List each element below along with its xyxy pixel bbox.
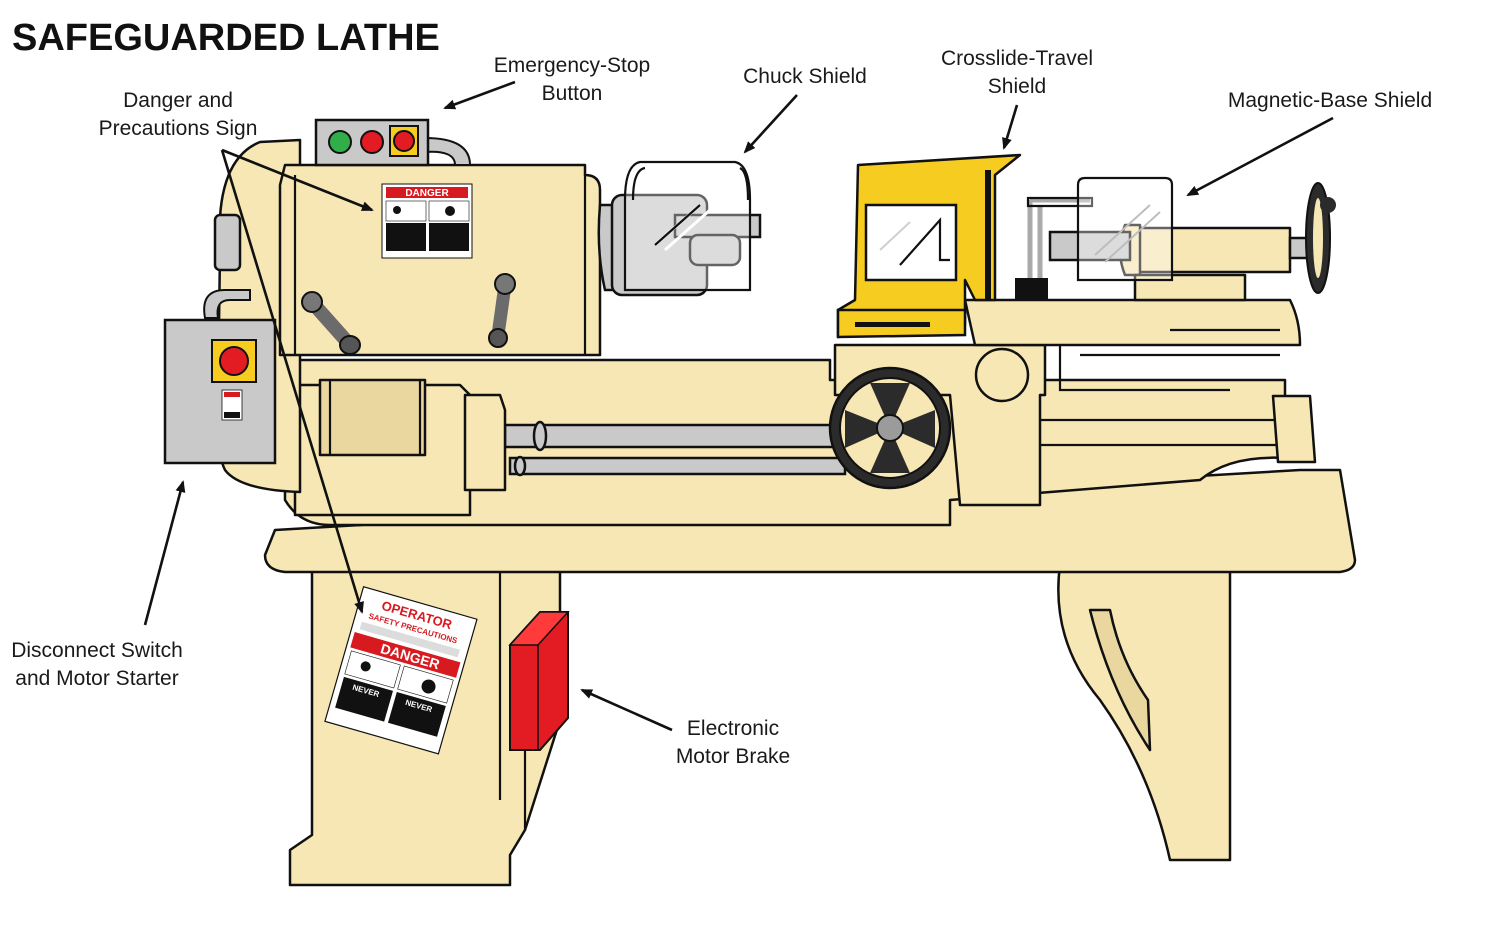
diagram-title: SAFEGUARDED LATHE <box>12 17 440 59</box>
svg-text:Chuck Shield: Chuck Shield <box>743 65 867 88</box>
svg-text:DANGER: DANGER <box>405 188 449 199</box>
arrow-magnetic-base-shield <box>1186 116 1334 197</box>
emergency-stop-button[interactable] <box>393 130 415 152</box>
svg-text:Motor Brake: Motor Brake <box>676 745 790 768</box>
leader-arrows <box>143 80 1334 732</box>
emergency-stop-panel <box>314 118 472 167</box>
red-stop-button[interactable] <box>360 130 384 154</box>
label-danger-sign: Danger and Precautions Sign <box>99 89 258 140</box>
svg-text:Button: Button <box>542 82 603 105</box>
tool-post <box>1015 196 1094 300</box>
svg-text:Emergency-Stop: Emergency-Stop <box>494 54 650 77</box>
label-chuck-shield: Chuck Shield <box>743 65 867 88</box>
carriage-handwheel-icon <box>828 366 952 490</box>
operator-safety-sign: OPERATOR SAFETY PRECAUTIONS DANGER NEVER… <box>324 585 478 755</box>
label-motor-brake: Electronic Motor Brake <box>676 717 790 768</box>
green-start-button[interactable] <box>328 130 352 154</box>
tailstock <box>1048 223 1310 302</box>
magnetic-base-shield <box>1076 176 1174 282</box>
chuck-shield <box>623 160 752 292</box>
lead-screw <box>503 420 847 477</box>
svg-text:and Motor Starter: and Motor Starter <box>15 667 178 690</box>
disconnect-button[interactable] <box>219 346 249 376</box>
arrow-danger-sign-operator <box>220 149 364 614</box>
svg-text:Danger and: Danger and <box>123 89 233 112</box>
svg-text:Precautions Sign: Precautions Sign <box>99 117 258 140</box>
arrow-motor-brake <box>580 688 673 732</box>
label-crosslide-shield: Crosslide-Travel Shield <box>941 47 1093 98</box>
arrow-danger-sign-headstock <box>221 148 374 212</box>
label-magnetic-base-shield: Magnetic-Base Shield <box>1228 89 1432 112</box>
arrow-chuck-shield <box>743 94 798 154</box>
arrow-emergency-stop <box>443 80 516 110</box>
svg-text:Electronic: Electronic <box>687 717 779 740</box>
headstock-danger-sign: DANGER <box>381 183 473 259</box>
label-emergency-stop: Emergency-Stop Button <box>494 54 650 105</box>
label-disconnect-switch: Disconnect Switch and Motor Starter <box>11 639 183 690</box>
gearbox <box>293 378 507 517</box>
disconnect-switch-box <box>163 289 277 465</box>
svg-text:Magnetic-Base Shield: Magnetic-Base Shield <box>1228 89 1432 112</box>
crosslide-travel-shield <box>836 153 1022 339</box>
svg-text:Crosslide-Travel: Crosslide-Travel <box>941 47 1093 70</box>
svg-text:Disconnect Switch: Disconnect Switch <box>11 639 183 662</box>
svg-text:Shield: Shield <box>988 75 1046 98</box>
arrow-disconnect-switch <box>143 480 186 626</box>
electronic-motor-brake <box>508 611 570 751</box>
arrow-crosslide-shield <box>1002 104 1019 150</box>
tailstock-handwheel-icon <box>1305 182 1336 294</box>
